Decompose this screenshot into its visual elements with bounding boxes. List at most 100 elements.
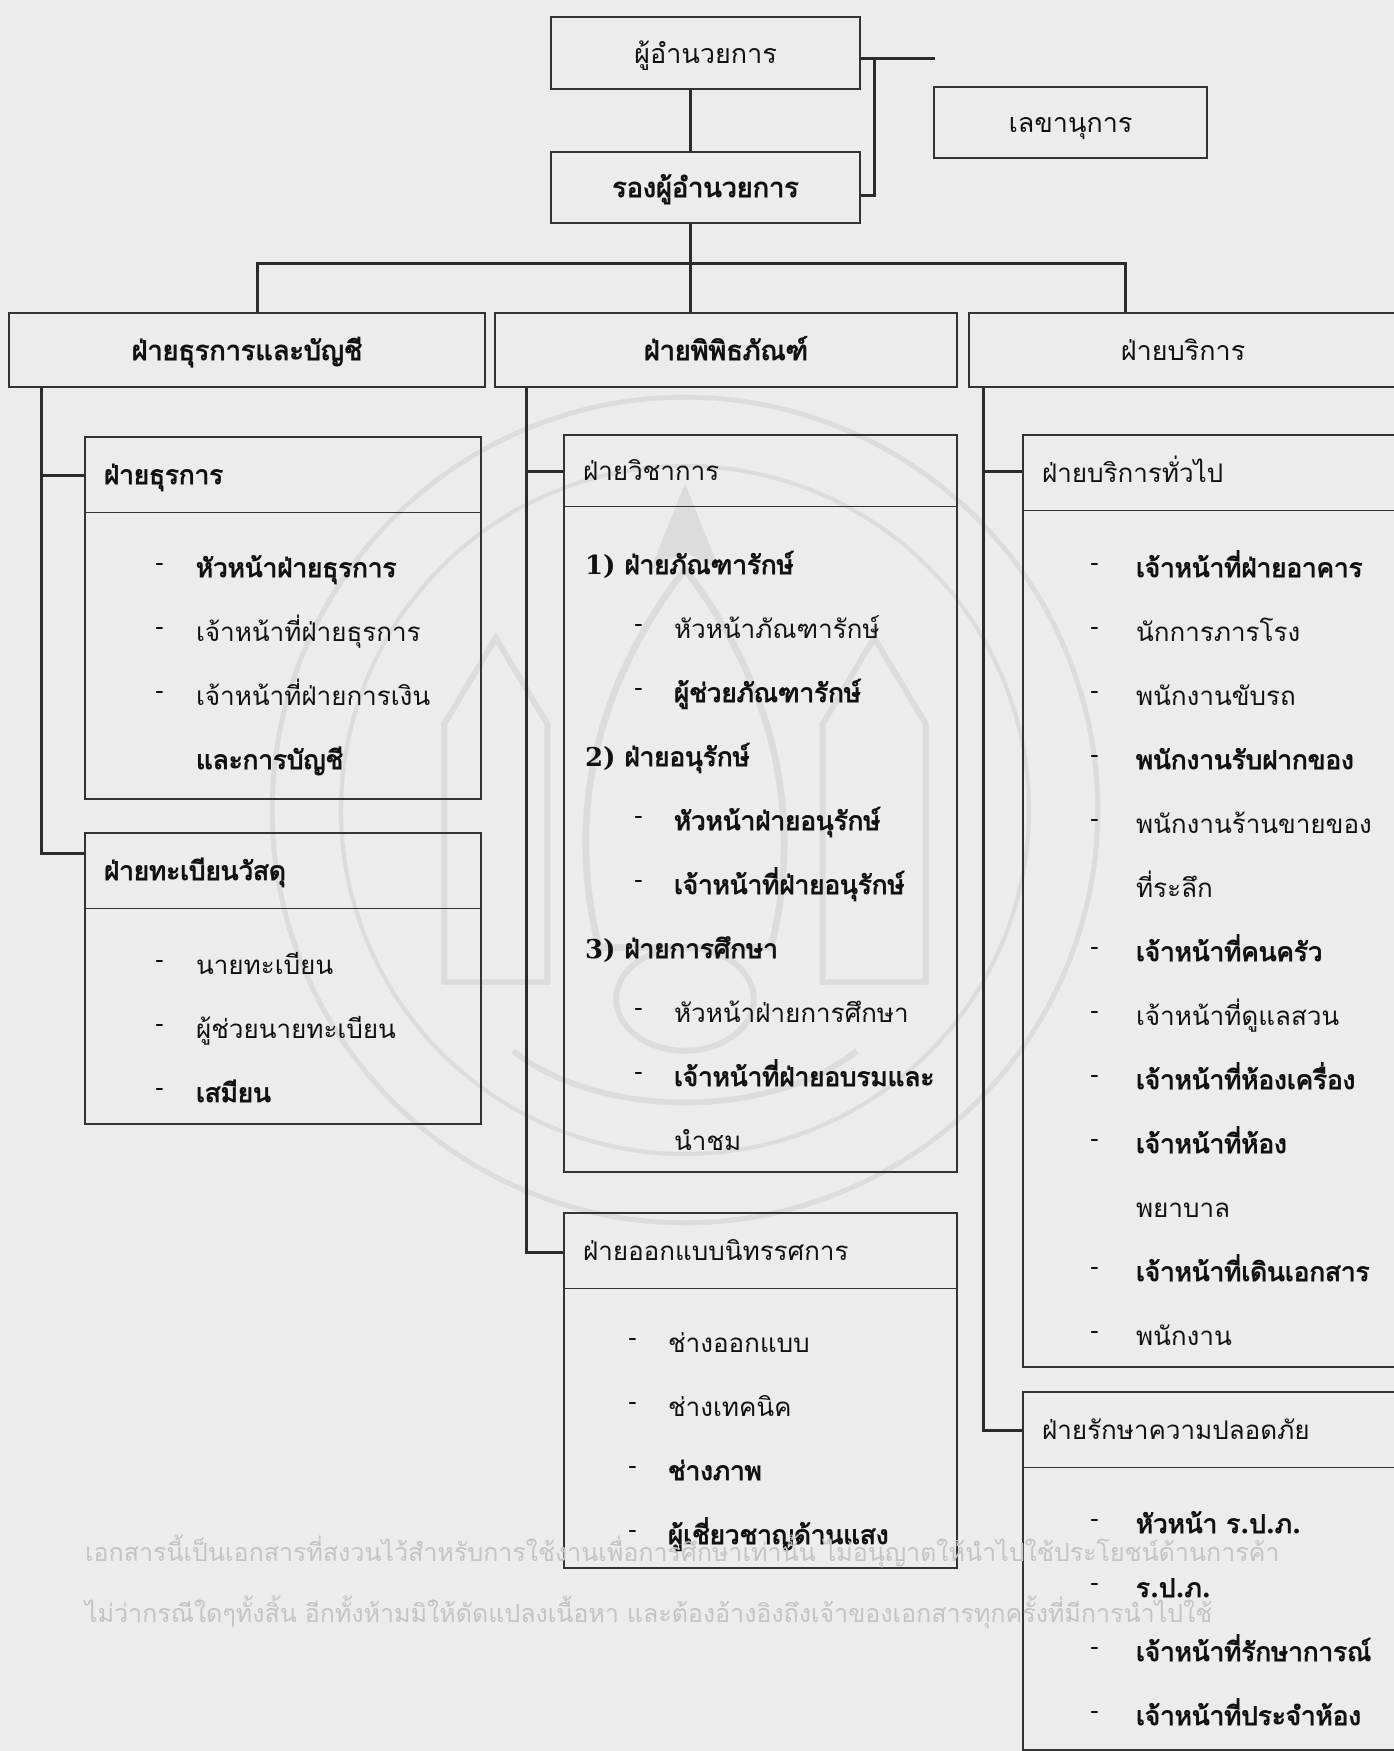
bullet-dash: - — [1090, 612, 1099, 642]
bullet-dash: - — [1090, 1696, 1099, 1726]
connector-to-service — [1124, 262, 1127, 312]
list-item: เจ้าหน้าที่ห้อง — [1136, 1130, 1287, 1160]
list-item: ร.ป.ภ. — [1136, 1574, 1211, 1604]
list-item: พนักงานรับฝากของ — [1136, 746, 1354, 776]
connector-secretary-bottom — [861, 194, 876, 197]
bullet-dash: - — [634, 993, 643, 1023]
list-item: เจ้าหน้าที่รักษาการณ์ — [1136, 1638, 1372, 1668]
list-item: หัวหน้าฝ่ายธุรการ — [196, 554, 397, 584]
list-item: หัวหน้าฝ่ายอนุรักษ์ — [674, 807, 881, 837]
subgroup-label: 1) ฝ่ายภัณฑารักษ์ — [585, 551, 794, 581]
bullet-dash: - — [1090, 1060, 1099, 1090]
subgroup-label: 2) ฝ่ายอนุรักษ์ — [585, 743, 750, 773]
bullet-dash: - — [634, 801, 643, 831]
bullet-dash: - — [628, 1515, 637, 1545]
list-item: ผู้ช่วยนายทะเบียน — [196, 1015, 396, 1045]
list-item: เจ้าหน้าที่ฝ่ายการเงิน — [196, 682, 431, 712]
list-item: เจ้าหน้าที่ฝ่ายธุรการ — [196, 618, 421, 648]
unit-service-security-title: ฝ่ายรักษาความปลอดภัย — [1022, 1391, 1394, 1468]
bullet-dash: - — [628, 1451, 637, 1481]
connector-director-deputy — [689, 90, 692, 151]
service-branch-1 — [982, 470, 1022, 473]
unit-museum-academic-title: ฝ่ายวิชาการ — [563, 434, 958, 507]
list-item: และการบัญชี — [196, 746, 344, 776]
list-item: เจ้าหน้าที่เดินเอกสาร — [1136, 1258, 1370, 1288]
bullet-dash: - — [1090, 804, 1099, 834]
bullet-dash: - — [628, 1387, 637, 1417]
list-item: พนักงานขับรถ — [1136, 682, 1296, 712]
subgroup-label: 3) ฝ่ายการศึกษา — [585, 935, 778, 965]
museum-branch-1 — [525, 470, 565, 473]
deputy-label: รองผู้อำนวยการ — [612, 173, 799, 204]
list-item: นายทะเบียน — [196, 951, 334, 981]
bullet-dash: - — [634, 1057, 643, 1087]
list-item: เสมียน — [196, 1079, 271, 1109]
dept-museum-label: ฝ่ายพิพิธภัณฑ์ — [643, 335, 809, 367]
admin-branch-1 — [40, 474, 86, 477]
list-item: หัวหน้าภัณฑารักษ์ — [674, 615, 880, 645]
list-item: พยาบาล — [1136, 1194, 1231, 1224]
bullet-dash: - — [155, 676, 164, 706]
unit-admin-general-title: ฝ่ายธุรการ — [84, 436, 482, 513]
bullet-dash: - — [1090, 1252, 1099, 1282]
admin-trunk — [40, 388, 43, 855]
bullet-dash: - — [1090, 996, 1099, 1026]
list-item: ผู้ช่วยภัณฑารักษ์ — [674, 679, 862, 709]
dept-service-label: ฝ่ายบริการ — [1120, 335, 1246, 367]
list-item: พนักงานร้านขายของ — [1136, 810, 1372, 840]
bullet-dash: - — [155, 945, 164, 975]
director-box: ผู้อำนวยการ — [550, 16, 861, 90]
admin-branch-2 — [40, 852, 86, 855]
bullet-dash: - — [1090, 1568, 1099, 1598]
unit-admin-registry-title: ฝ่ายทะเบียนวัสดุ — [84, 832, 482, 909]
list-item: หัวหน้าฝ่ายการศึกษา — [674, 999, 909, 1029]
secretary-label: เลขานุการ — [1008, 108, 1133, 139]
connector-to-museum — [689, 262, 692, 312]
bullet-dash: - — [1090, 1632, 1099, 1662]
unit-service-general-title: ฝ่ายบริการทั่วไป — [1022, 434, 1394, 511]
service-branch-2 — [982, 1429, 1022, 1432]
list-item: เจ้าหน้าที่ฝ่ายอนุรักษ์ — [674, 871, 905, 901]
deputy-box: รองผู้อำนวยการ — [550, 151, 861, 224]
bullet-dash: - — [155, 1009, 164, 1039]
connector-deputy-down — [689, 224, 692, 264]
list-item: เจ้าหน้าที่ประจำห้อง — [1136, 1702, 1362, 1732]
bullet-dash: - — [634, 673, 643, 703]
bullet-dash: - — [155, 1073, 164, 1103]
bullet-dash: - — [155, 548, 164, 578]
dept-museum-box: ฝ่ายพิพิธภัณฑ์ — [494, 312, 958, 388]
dept-admin-label: ฝ่ายธุรการและบัญชี — [131, 335, 363, 367]
list-item: เจ้าหน้าที่ฝ่ายอบรมและ — [674, 1063, 935, 1093]
bullet-dash: - — [155, 612, 164, 642]
list-item: เจ้าหน้าที่ห้องเครื่อง — [1136, 1066, 1356, 1096]
list-item: หัวหน้า ร.ป.ภ. — [1136, 1510, 1302, 1540]
connector-secretary-vertical — [873, 57, 876, 197]
footer-disclaimer-line-1: เอกสารนี้เป็นเอกสารที่สงวนไว้สำหรับการใช… — [85, 1538, 1280, 1567]
secretary-box: เลขานุการ — [933, 86, 1208, 159]
bullet-dash: - — [634, 609, 643, 639]
list-item: พนักงาน — [1136, 1322, 1232, 1352]
list-item: เจ้าหน้าที่ฝ่ายอาคาร — [1136, 554, 1363, 584]
connector-to-admin — [256, 262, 259, 312]
unit-museum-design-title: ฝ่ายออกแบบนิทรรศการ — [563, 1212, 958, 1289]
list-item: ช่างออกแบบ — [668, 1329, 810, 1359]
dept-service-box: ฝ่ายบริการ — [968, 312, 1394, 388]
bullet-dash: - — [1090, 740, 1099, 770]
dept-admin-box: ฝ่ายธุรการและบัญชี — [8, 312, 486, 388]
bullet-dash: - — [1090, 1124, 1099, 1154]
service-trunk — [982, 388, 985, 1432]
bullet-dash: - — [1090, 548, 1099, 578]
bullet-dash: - — [634, 865, 643, 895]
museum-trunk — [525, 388, 528, 1254]
footer-disclaimer-line-2: ไม่ว่ากรณีใดๆทั้งสิ้น อีกทั้งห้ามมิให้ดั… — [85, 1599, 1213, 1628]
connector-secretary-top — [861, 57, 935, 60]
list-item: เจ้าหน้าที่ดูแลสวน — [1136, 1002, 1340, 1032]
bullet-dash: - — [1090, 932, 1099, 962]
museum-branch-2 — [525, 1251, 565, 1254]
bullet-dash: - — [628, 1323, 637, 1353]
bullet-dash: - — [1090, 676, 1099, 706]
list-item: เจ้าหน้าที่คนครัว — [1136, 938, 1323, 968]
list-item: นักการภารโรง — [1136, 618, 1301, 648]
list-item: นำชม — [674, 1127, 742, 1157]
list-item: ช่างภาพ — [668, 1457, 762, 1487]
